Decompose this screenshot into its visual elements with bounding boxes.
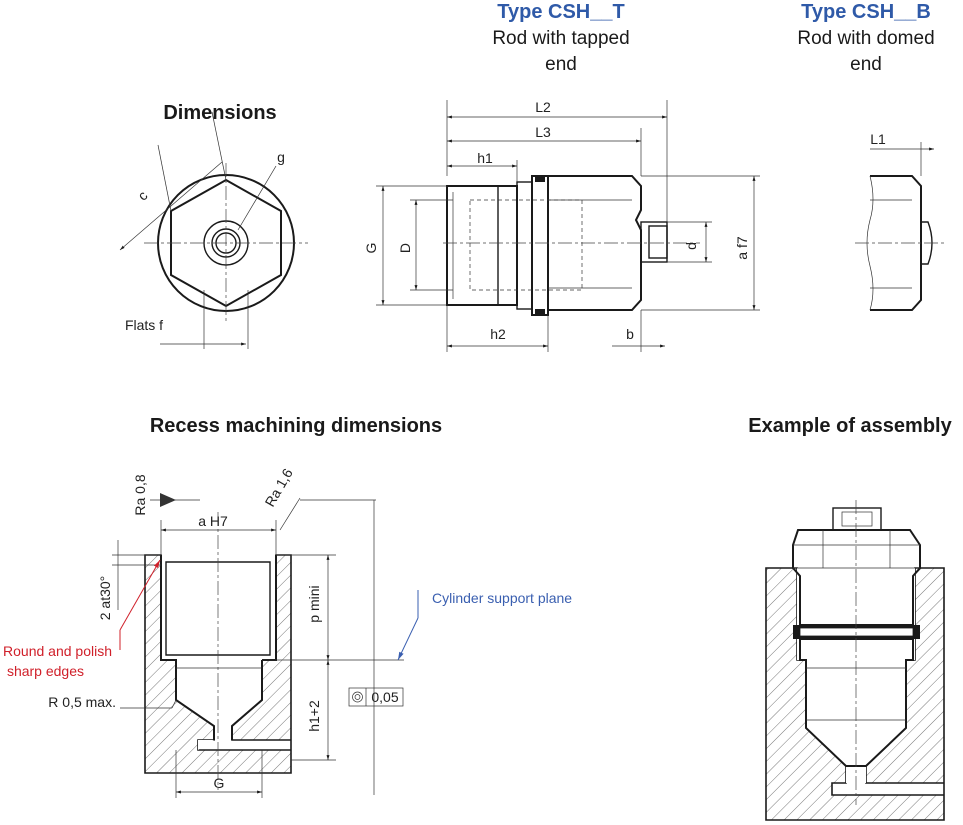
threaded-body	[446, 185, 518, 306]
assembly-drawing	[765, 500, 945, 821]
hex-head	[547, 175, 642, 311]
seal-ring-housing	[531, 175, 549, 316]
type-b-desc-line2: end	[850, 54, 882, 75]
D-label: D	[397, 243, 413, 253]
L2-label: L2	[535, 99, 551, 115]
internal-bore	[469, 199, 583, 291]
b-label: b	[626, 326, 634, 342]
assembly-seal-inner	[799, 627, 914, 637]
rod-stem	[640, 221, 668, 263]
G-recess-label: G	[214, 775, 225, 791]
header-type-b: Type CSH__B Rod with domed end	[797, 1, 934, 75]
recess-drawing: a H7 Ra 0,8 Ra 1,6 2 at30° p mini h1+2 0…	[3, 465, 572, 798]
cylinder-plane-label: Cylinder support plane	[432, 590, 572, 606]
type-t-desc-line1: Rod with tapped	[492, 28, 629, 49]
h1-label: h1	[477, 150, 493, 166]
assembly-heading: Example of assembly	[748, 415, 952, 437]
rod-tip	[648, 225, 668, 259]
chamfer-label: 2 at30°	[97, 576, 113, 621]
round-polish-label-1: Round and polish	[3, 643, 112, 659]
tolerance-box	[348, 687, 404, 707]
dimensions-heading: Dimensions	[163, 102, 276, 124]
aH7-label: a H7	[198, 513, 228, 529]
ra16-leader	[279, 497, 301, 531]
h2-label: h2	[490, 326, 506, 342]
ra08-symbol	[160, 493, 176, 507]
end-view: c g Flats f	[119, 111, 308, 349]
type-t-title: Type CSH__T	[497, 1, 624, 23]
side-view-type-t: L2 L3 h1 h2 b G D d a	[363, 99, 760, 352]
flats-label: Flats f	[125, 317, 163, 333]
ra16-label: Ra 1,6	[261, 465, 296, 509]
tolerance-value: 0,05	[371, 689, 398, 705]
pmini-label: p mini	[306, 585, 322, 622]
cylinder-plane-leader-2	[397, 617, 419, 661]
radius-leader-d	[171, 699, 177, 709]
concentricity-icon-inner	[354, 694, 361, 700]
L3-label: L3	[535, 124, 551, 140]
L1-label: L1	[870, 131, 886, 147]
round-polish-leader-2	[119, 559, 161, 631]
c-dim-line	[119, 161, 223, 251]
h1p2-label: h1+2	[306, 700, 322, 732]
recess-body-inner	[165, 561, 271, 656]
recess-heading: Recess machining dimensions	[150, 415, 442, 437]
radius-label: R 0,5 max.	[48, 694, 116, 710]
round-polish-label-2: sharp edges	[7, 663, 84, 679]
type-b-desc-line1: Rod with domed	[797, 28, 934, 49]
type-t-desc-line2: end	[545, 54, 577, 75]
type-b-title: Type CSH__B	[801, 1, 931, 23]
ra08-label: Ra 0,8	[132, 474, 148, 515]
g-label: g	[277, 149, 285, 165]
c-ext-2	[211, 111, 227, 181]
side-view-type-b: L1	[855, 131, 945, 311]
c-label: c	[134, 187, 150, 203]
assembly-rod-tip-inner	[841, 511, 873, 527]
seal-top	[535, 176, 545, 182]
recess-cavity	[161, 555, 276, 750]
seal-bottom	[535, 309, 545, 315]
G-label: G	[363, 243, 379, 254]
header-type-t: Type CSH__T Rod with tapped end	[492, 1, 629, 75]
d-label: d	[683, 242, 699, 250]
af7-label: a f7	[734, 236, 750, 260]
g-leader	[237, 165, 277, 231]
assembly-threaded-body	[799, 638, 914, 767]
assembly-rod-tip	[832, 507, 882, 531]
assembly-cavity	[797, 568, 915, 783]
concentricity-icon	[352, 691, 363, 703]
c-ext-1	[157, 144, 172, 212]
